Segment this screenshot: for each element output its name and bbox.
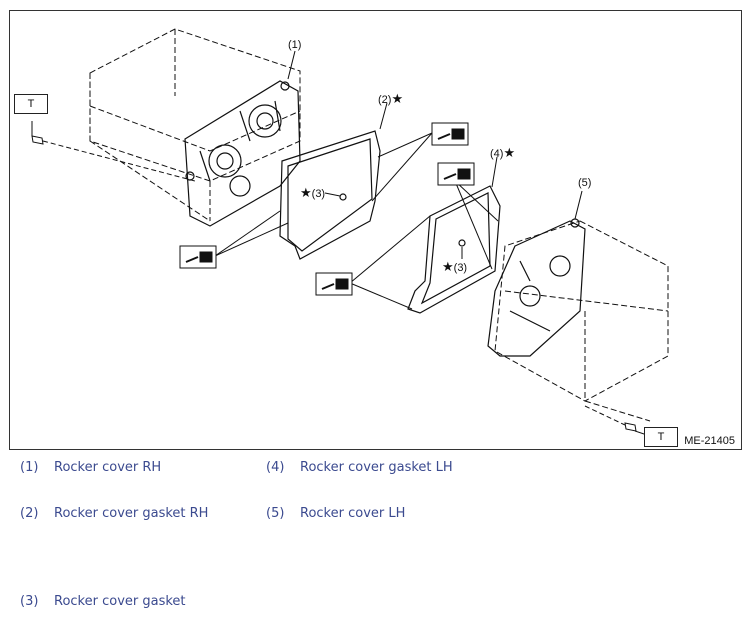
callout-1-number: (1) — [288, 39, 302, 51]
callout-2-number: (2) — [378, 94, 392, 106]
callout-2: (2)★ — [378, 91, 403, 107]
callout-4-number: (4) — [490, 148, 504, 160]
legend-label: Rocker cover gasket LH — [300, 460, 453, 475]
legend-number: (2) — [20, 506, 39, 521]
exploded-view-diagram: T T (1) (2)★ ★(3) (4)★ ★(3) (5) ME-21405 — [9, 10, 742, 450]
diagram-drawing — [31, 28, 669, 437]
star-icon: ★ — [391, 91, 404, 106]
sealant-icon — [315, 272, 353, 296]
callout-3b: ★(3) — [442, 259, 467, 275]
rocker-cover-gasket-rh — [279, 130, 381, 260]
lh-cover-outline-box — [494, 220, 669, 422]
figure-id: ME-21405 — [684, 435, 735, 447]
legend-item-2: (2) Rocker cover gasket RH — [20, 506, 208, 521]
callout-5: (5) — [578, 177, 591, 189]
star-icon: ★ — [442, 259, 454, 274]
sealant-icon — [431, 122, 469, 146]
legend-label: Rocker cover gasket RH — [54, 506, 209, 521]
rocker-cover-gasket-lh — [407, 185, 501, 314]
legend-label: Rocker cover RH — [54, 460, 162, 475]
legend-item-1: (1) Rocker cover RH — [20, 460, 161, 475]
legend-number: (4) — [266, 460, 285, 475]
callout-3a: ★(3) — [300, 185, 325, 201]
rocker-cover-rh — [184, 80, 301, 227]
sealant-icon — [179, 245, 217, 269]
torque-label-right: T — [644, 427, 678, 447]
legend-number: (1) — [20, 460, 39, 475]
legend-label: Rocker cover gasket — [54, 594, 186, 609]
callout-3a-number: (3) — [311, 188, 326, 200]
callout-5-number: (5) — [578, 177, 592, 189]
legend-label: Rocker cover LH — [300, 506, 406, 521]
legend-number: (5) — [266, 506, 285, 521]
torque-label-left: T — [14, 94, 48, 114]
bolt-right — [584, 405, 637, 432]
legend-item-4: (4) Rocker cover gasket LH — [266, 460, 453, 475]
bolt-left — [31, 135, 196, 182]
sealant-icon — [437, 162, 475, 186]
rocker-cover-lh — [487, 218, 586, 357]
star-icon: ★ — [503, 145, 516, 160]
legend-item-5: (5) Rocker cover LH — [266, 506, 405, 521]
legend-item-3: (3) Rocker cover gasket — [20, 594, 186, 609]
callout-1: (1) — [288, 39, 301, 51]
callout-3b-number: (3) — [453, 262, 468, 274]
star-icon: ★ — [300, 185, 312, 200]
callout-4: (4)★ — [490, 145, 515, 161]
legend-number: (3) — [20, 594, 39, 609]
